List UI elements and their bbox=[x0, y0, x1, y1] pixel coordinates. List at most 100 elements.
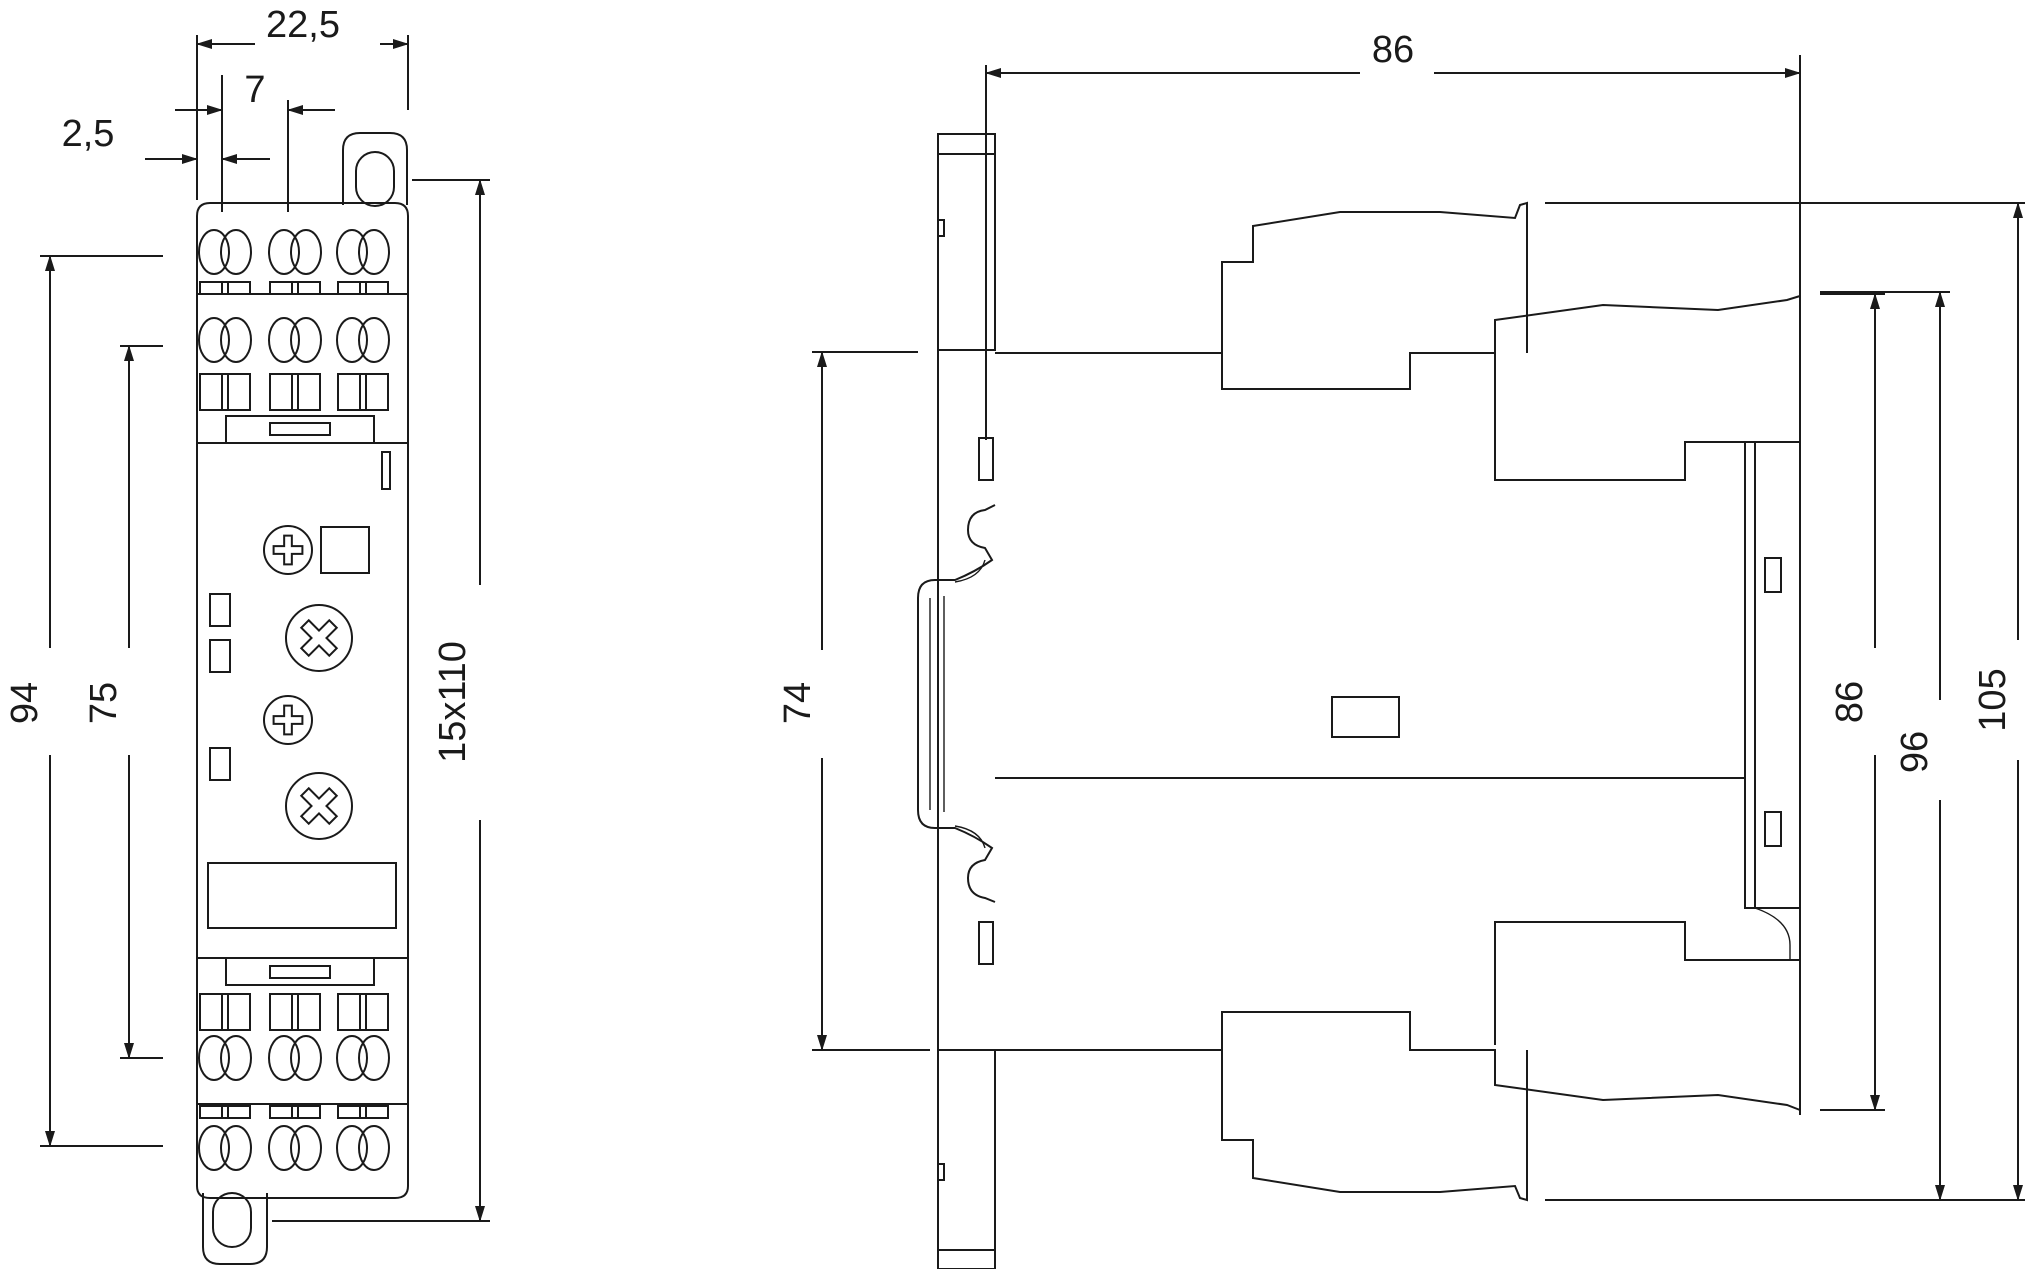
top-mounting-lug bbox=[342, 132, 408, 205]
terminal-opening bbox=[337, 373, 367, 411]
side-view: 86 74 86 96 105 bbox=[777, 29, 2025, 1269]
terminal-screw bbox=[268, 317, 300, 363]
adjustment-potentiometers bbox=[263, 525, 353, 840]
terminal-screw bbox=[268, 229, 300, 275]
terminal-opening bbox=[291, 281, 321, 295]
terminal-screw bbox=[358, 1035, 390, 1081]
led-window bbox=[209, 747, 231, 781]
terminal-screw bbox=[336, 229, 368, 275]
terminal-opening bbox=[199, 281, 229, 295]
side-led-window bbox=[1764, 811, 1782, 847]
upper-housing bbox=[995, 295, 1801, 390]
terminal-opening bbox=[199, 993, 229, 1031]
led-indicator bbox=[381, 451, 391, 490]
cross-slot-icon bbox=[299, 786, 339, 826]
terminal-opening bbox=[291, 373, 321, 411]
side-label bbox=[1331, 696, 1400, 738]
bottom-mounting-lug bbox=[202, 1193, 268, 1265]
potentiometer-icon bbox=[263, 695, 313, 745]
terminal-opening bbox=[269, 993, 299, 1031]
terminal-opening bbox=[221, 993, 251, 1031]
terminal-screw bbox=[268, 1035, 300, 1081]
cross-slot-icon bbox=[272, 534, 304, 566]
coding-label-bottom bbox=[225, 957, 375, 986]
terminal-opening bbox=[269, 281, 299, 295]
plate-notch bbox=[938, 219, 945, 237]
coding-clip-top bbox=[269, 422, 331, 436]
cross-slot-icon bbox=[299, 618, 339, 658]
terminal-screw bbox=[358, 1125, 390, 1171]
terminal-screw bbox=[336, 317, 368, 363]
terminal-opening bbox=[269, 1105, 299, 1119]
terminal-screw bbox=[336, 1125, 368, 1171]
terminal-opening bbox=[199, 373, 229, 411]
dim-label-size-label: 15x110 bbox=[432, 641, 474, 763]
side-led-window bbox=[1764, 557, 1782, 593]
terminal-group bbox=[198, 229, 390, 1171]
terminal-opening bbox=[337, 993, 367, 1031]
terminal-screw bbox=[290, 229, 322, 275]
din-rail-hook bbox=[954, 559, 986, 849]
cross-slot-icon bbox=[272, 704, 304, 736]
lower-terminal-block bbox=[1221, 1050, 1528, 1202]
test-reset-button bbox=[320, 526, 370, 574]
dim-width-label: 22,5 bbox=[266, 4, 340, 46]
terminal-screw bbox=[220, 1035, 252, 1081]
coding-clip-bottom bbox=[269, 965, 331, 979]
plate-slot bbox=[978, 437, 994, 481]
dim-offset-label: 2,5 bbox=[62, 113, 115, 155]
potentiometer-icon bbox=[285, 604, 353, 672]
dim-height-outer-label: 94 bbox=[4, 682, 46, 724]
terminal-opening bbox=[359, 1105, 389, 1119]
dim-h3-label: 105 bbox=[1972, 668, 2014, 731]
terminal-opening bbox=[359, 281, 389, 295]
potentiometer-icon bbox=[263, 525, 313, 575]
led-window bbox=[209, 639, 231, 673]
terminal-screw bbox=[268, 1125, 300, 1171]
din-rail-clip bbox=[917, 504, 996, 903]
terminal-opening bbox=[337, 1105, 367, 1119]
dim-rail-label: 74 bbox=[777, 682, 819, 724]
front-panel-latch bbox=[1754, 907, 1791, 960]
terminal-screw bbox=[198, 1035, 230, 1081]
front-panel-side bbox=[1744, 442, 1800, 909]
dim-h1-label: 86 bbox=[1829, 681, 1871, 723]
terminal-opening bbox=[337, 281, 367, 295]
terminal-screw bbox=[198, 1125, 230, 1171]
terminal-screw bbox=[290, 1125, 322, 1171]
terminal-opening bbox=[291, 993, 321, 1031]
label-plate bbox=[207, 862, 397, 929]
terminal-screw bbox=[290, 317, 322, 363]
terminal-screw bbox=[220, 229, 252, 275]
plate-slot bbox=[978, 921, 994, 965]
terminal-opening bbox=[359, 373, 389, 411]
terminal-screw bbox=[336, 1035, 368, 1081]
terminal-opening bbox=[199, 1105, 229, 1119]
dim-pitch-label: 7 bbox=[244, 69, 265, 111]
plate-notch bbox=[938, 1163, 945, 1181]
dim-depth-label: 86 bbox=[1372, 29, 1414, 71]
mounting-plate-lower bbox=[937, 1049, 996, 1269]
terminal-screw bbox=[220, 1125, 252, 1171]
led-window bbox=[209, 593, 231, 627]
dim-height-inner-label: 75 bbox=[83, 682, 125, 724]
terminal-opening bbox=[291, 1105, 321, 1119]
terminal-opening bbox=[221, 1105, 251, 1119]
terminal-screw bbox=[198, 229, 230, 275]
lower-terminal-upper bbox=[1494, 921, 1800, 1045]
upper-terminal-block bbox=[1221, 201, 1528, 353]
mounting-plate bbox=[937, 133, 996, 351]
dim-h2-label: 96 bbox=[1894, 731, 1936, 773]
top-lug-hole bbox=[355, 151, 395, 207]
terminal-screw bbox=[358, 229, 390, 275]
bottom-lug-hole bbox=[212, 1192, 252, 1248]
device-housing bbox=[196, 202, 409, 1199]
terminal-screw bbox=[358, 317, 390, 363]
terminal-opening bbox=[269, 373, 299, 411]
terminal-opening bbox=[221, 373, 251, 411]
terminal-screw bbox=[290, 1035, 322, 1081]
potentiometer-icon bbox=[285, 772, 353, 840]
coding-label-top bbox=[225, 415, 375, 444]
